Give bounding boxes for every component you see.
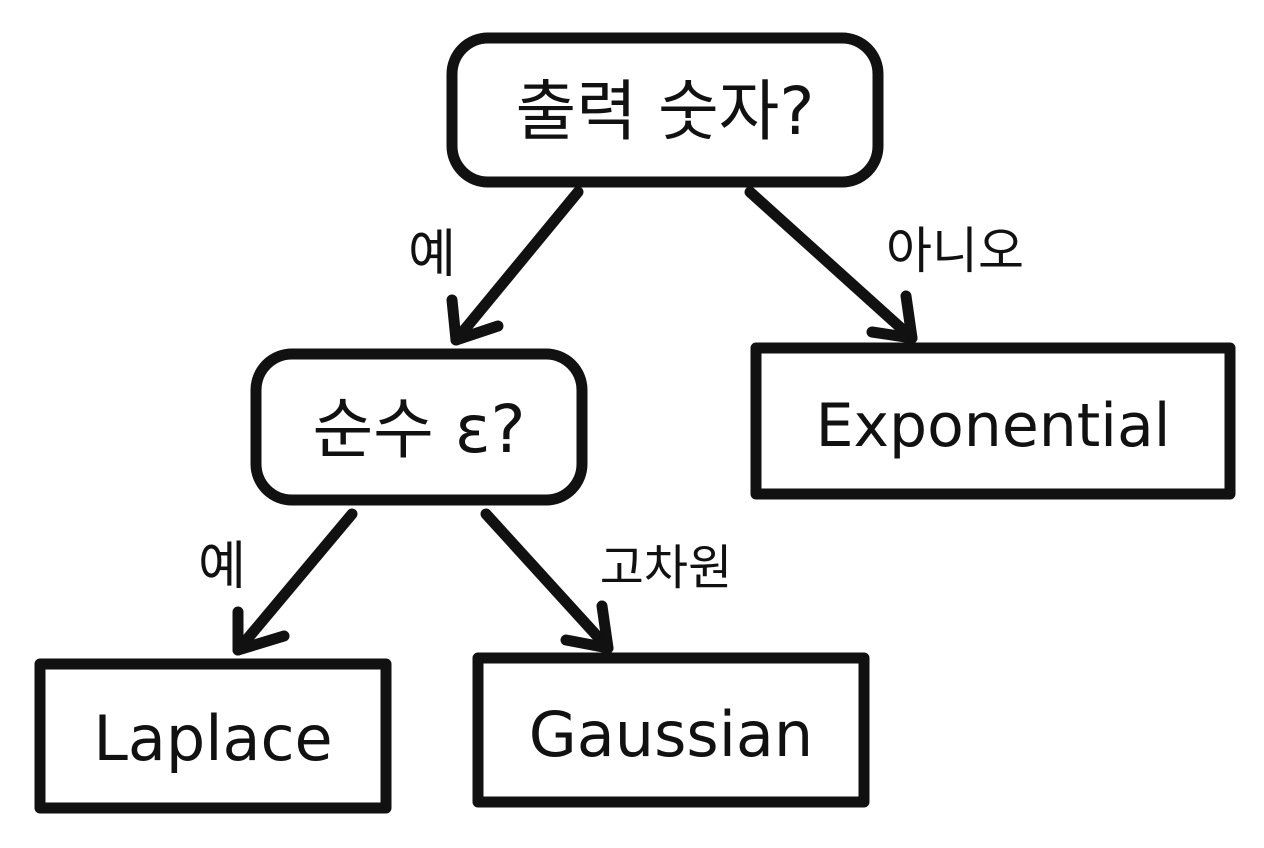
edge-pure-high-dim: 고차원 (480, 508, 732, 654)
node-gaussian: Gaussian (472, 652, 870, 808)
node-laplace-label: Laplace (93, 702, 332, 775)
edge-label-pure-yes: 예 (198, 537, 246, 597)
node-gaussian-label: Gaussian (529, 698, 813, 771)
node-pure-epsilon: 순수 ε? (250, 348, 588, 506)
edge-root-no: 아니오 (744, 186, 1024, 344)
edge-label-pure-high-dim: 고차원 (600, 540, 732, 596)
node-root-label: 출력 숫자? (516, 73, 815, 150)
edge-root-yes: 예 (408, 186, 584, 346)
edge-label-root-yes: 예 (408, 225, 456, 285)
node-exponential-label: Exponential (816, 391, 1171, 461)
node-exponential: Exponential (750, 342, 1236, 500)
edge-pure-yes: 예 (198, 508, 358, 656)
node-root: 출력 숫자? (446, 32, 884, 188)
node-laplace: Laplace (34, 658, 392, 814)
node-pure-epsilon-label: 순수 ε? (312, 391, 525, 468)
edge-label-root-no: 아니오 (886, 222, 1024, 280)
